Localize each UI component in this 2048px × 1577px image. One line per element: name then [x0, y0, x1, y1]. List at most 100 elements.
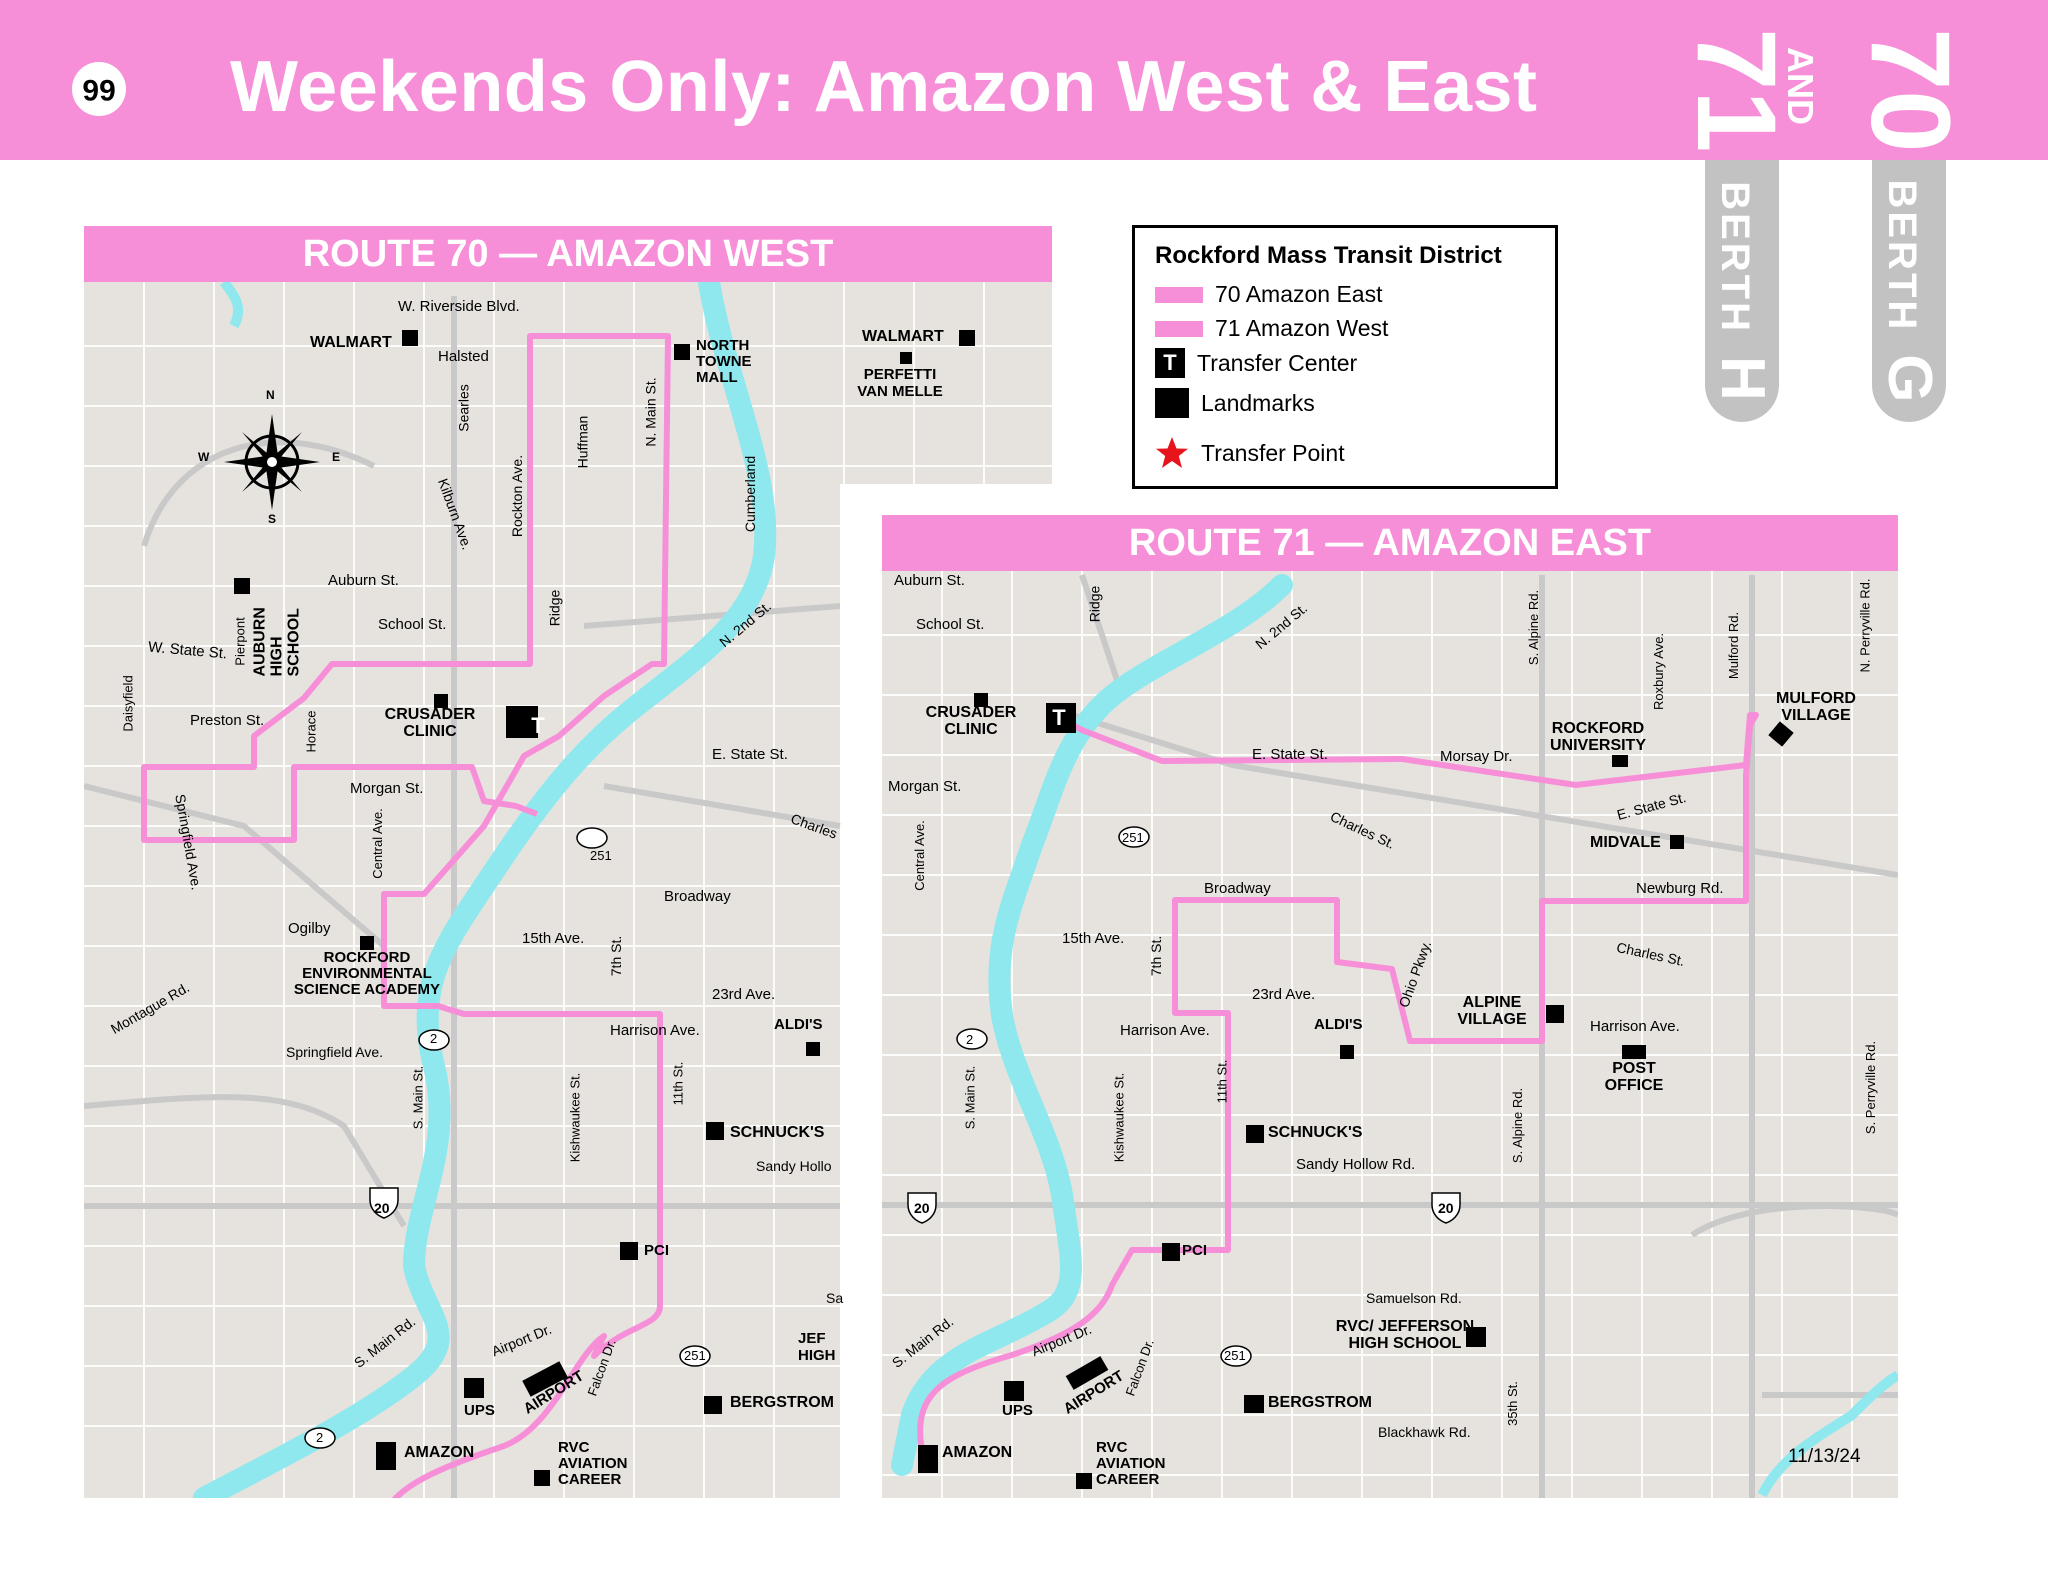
landmark-label: ALDI'S — [774, 1016, 823, 1033]
street-label: Kishwaukee St. — [567, 1072, 583, 1163]
street-label: S. Main St. — [962, 1065, 978, 1130]
street-label: School St. — [378, 616, 447, 633]
street-label: 35th St. — [1504, 1381, 1520, 1426]
berth-g-tab: BERTHG — [1872, 160, 1946, 422]
legend-label: Transfer Point — [1201, 439, 1345, 466]
map-route-71-east: ROUTE 71 — AMAZON EAST — [880, 515, 1898, 1498]
landmark-label: RVC AVIATION CAREER — [558, 1439, 628, 1488]
street-label: S. Perryville Rd. — [1863, 1040, 1879, 1135]
shield-label: 251 — [1122, 830, 1144, 845]
creek-east — [1757, 1370, 1898, 1498]
shield-label: 2 — [966, 1032, 974, 1047]
map-west-title: ROUTE 70 — AMAZON WEST — [84, 226, 1052, 282]
creek-west — [219, 279, 244, 329]
street-label: Morgan St. — [888, 778, 962, 795]
shield-label: 2 — [316, 1430, 324, 1445]
landmark-label: UPS — [464, 1402, 495, 1419]
landmark-label: NORTH TOWNE MALL — [696, 337, 752, 386]
street-label: 11th St. — [670, 1061, 686, 1106]
street-label: Harrison Ave. — [610, 1022, 700, 1039]
route-70-path — [141, 333, 671, 1498]
street-label: W. Riverside Blvd. — [398, 298, 520, 315]
street-label: S. Alpine Rd. — [1526, 589, 1542, 666]
map-west-canvas — [84, 271, 1052, 1498]
berth-h-tab: BERTHH — [1705, 160, 1779, 422]
street-label: Broadway — [1204, 880, 1271, 897]
landmark-label: AMAZON — [404, 1444, 475, 1461]
landmark-square-icon — [1155, 388, 1189, 418]
landmark-label: PCI — [1182, 1242, 1208, 1259]
street-label: Harrison Ave. — [1590, 1018, 1680, 1035]
street-label: Halsted — [438, 348, 489, 365]
landmark-label: WALMART — [862, 328, 944, 345]
street-label: Ridge — [546, 589, 563, 627]
page-title: Weekends Only: Amazon West & East — [230, 47, 1538, 127]
compass-n: N — [266, 388, 275, 402]
shield-label: 2 — [430, 1031, 438, 1046]
landmark-label: CRUSADER CLINIC — [925, 704, 1017, 738]
berth-h-word: BERTH — [1713, 181, 1757, 334]
compass-w: W — [198, 450, 210, 464]
transfer-center-east-icon[interactable] — [1046, 703, 1076, 733]
landmark-squares-east — [918, 693, 1794, 1489]
legend-label: Transfer Center — [1197, 349, 1358, 376]
street-label: Central Ave. — [369, 808, 385, 879]
map-east-canvas — [882, 515, 1898, 1498]
landmark-label: PCI — [644, 1242, 670, 1259]
shield-label: 251 — [590, 848, 612, 863]
legend-item-71: 71 Amazon West — [1155, 314, 1388, 348]
route-number-70: 70 — [1848, 28, 1973, 153]
street-label: Sandy Hollow Rd. — [1296, 1156, 1416, 1173]
map-east-title: ROUTE 71 — AMAZON EAST — [882, 515, 1898, 571]
landmark-label: MULFORD VILLAGE — [1776, 690, 1856, 724]
street-label: Auburn St. — [328, 572, 399, 589]
street-label: JEF HIGH — [798, 1330, 836, 1364]
street-label: 15th Ave. — [1062, 930, 1125, 947]
landmark-label: MIDVALE — [1590, 834, 1661, 851]
legend-label: 71 Amazon West — [1215, 315, 1389, 342]
street-label: Samuelson Rd. — [1366, 1290, 1462, 1306]
compass-e: E — [332, 450, 341, 464]
route-71-path — [917, 712, 1759, 1451]
street-label: 23rd Ave. — [1252, 986, 1316, 1003]
street-label: 11th St. — [1214, 1059, 1230, 1104]
street-label: Central Ave. — [911, 820, 927, 891]
route-line-swatch — [1155, 320, 1203, 337]
landmark-label: RVC/ JEFFERSON HIGH SCHOOL — [1335, 1318, 1475, 1352]
landmark-label: WALMART — [310, 334, 392, 351]
landmark-label: RVC AVIATION CAREER — [1096, 1439, 1166, 1488]
shield-label: 251 — [684, 1348, 706, 1363]
street-label: Morsay Dr. — [1440, 748, 1513, 765]
transfer-center-east-glyph: T — [1052, 705, 1066, 730]
street-label: E. State St. — [1252, 746, 1328, 763]
street-label: S. Alpine Rd. — [1510, 1087, 1526, 1164]
landmark-label: ROCKFORD UNIVERSITY — [1549, 720, 1646, 754]
highway-shields-east — [907, 826, 1461, 1367]
street-label: S. Main St. — [410, 1065, 426, 1130]
street-label: 23rd Ave. — [712, 986, 776, 1003]
street-label: Sa — [826, 1290, 844, 1306]
street-label: Preston St. — [190, 712, 265, 729]
page-number: 66 — [72, 62, 126, 116]
shield-label: 20 — [914, 1200, 930, 1216]
street-label: Ogilby — [288, 920, 331, 937]
street-label: Broadway — [664, 888, 731, 905]
street-label: Roxbury Ave. — [1651, 632, 1667, 711]
landmark-label: POST OFFICE — [1604, 1060, 1664, 1094]
legend-title: Rockford Mass Transit District — [1155, 242, 1502, 269]
legend-item-landmarks: Landmarks — [1155, 388, 1315, 422]
street-label: Harrison Ave. — [1120, 1022, 1210, 1039]
landmark-label: ALPINE VILLAGE — [1457, 994, 1527, 1028]
landmark-label: AUBURN HIGH SCHOOL — [251, 607, 303, 677]
berth-g-letter: G — [1875, 354, 1944, 403]
street-label: 15th Ave. — [522, 930, 585, 947]
street-label: 7th St. — [1148, 935, 1165, 977]
shield-label: 20 — [1438, 1200, 1454, 1216]
transfer-center-west-icon[interactable] — [506, 706, 538, 738]
map-legend: Rockford Mass Transit District 70 Amazon… — [1132, 225, 1558, 489]
street-label: School St. — [916, 616, 985, 633]
street-label: Huffman — [574, 415, 591, 469]
route-line-swatch — [1155, 286, 1203, 303]
landmark-label: ROCKFORD ENVIRONMENTAL SCIENCE ACADEMY — [293, 949, 441, 998]
